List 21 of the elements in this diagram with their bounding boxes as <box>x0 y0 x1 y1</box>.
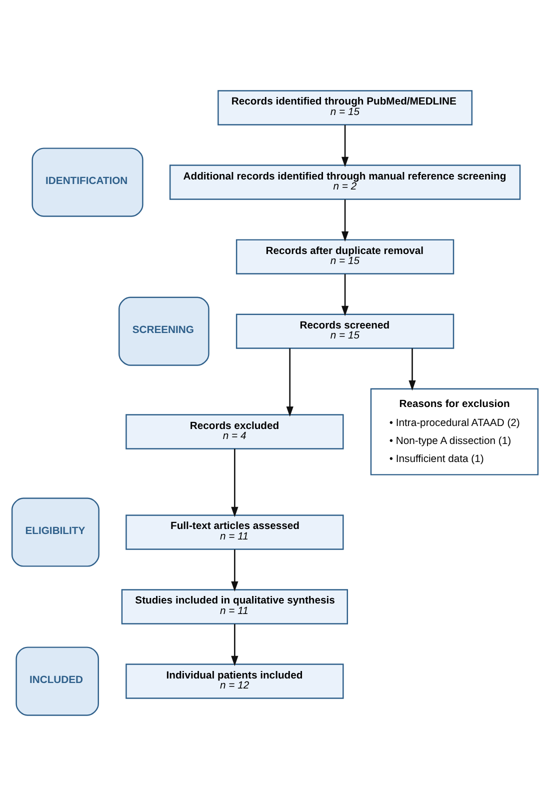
node-box: Records screened n = 15 <box>236 313 454 348</box>
node-box: Full-text articles assessed n = 11 <box>126 514 344 550</box>
arrow <box>341 199 349 242</box>
node-box: ELIGIBILITY <box>11 497 100 566</box>
node-box: INCLUDED <box>16 646 99 716</box>
arrow <box>231 624 238 666</box>
node-box: Studies included in qualitative synthesis n = 11 <box>121 588 348 624</box>
arrow <box>231 448 238 517</box>
node-box: Records identified through PubMed/MEDLINE n = 15 <box>218 90 473 125</box>
arrow <box>408 348 416 390</box>
arrow <box>341 274 349 316</box>
node-box: SCREENING <box>118 296 210 366</box>
arrow <box>341 124 349 167</box>
node-box: Additional records identified through manual reference screening n = 2 <box>169 164 521 200</box>
arrow <box>231 549 238 592</box>
node-box: Individual patients included n = 12 <box>126 663 344 698</box>
node-box: Reasons for exclusion • Intra-procedural ATAAD (2) • Non-type A dissection (1) • Insufficient data (1) <box>370 388 539 475</box>
arrow <box>286 348 294 416</box>
node-box: IDENTIFICATION <box>32 147 144 216</box>
node-box: Records excluded n = 4 <box>126 414 344 449</box>
node-box: Records after duplicate removal n = 15 <box>236 238 454 274</box>
